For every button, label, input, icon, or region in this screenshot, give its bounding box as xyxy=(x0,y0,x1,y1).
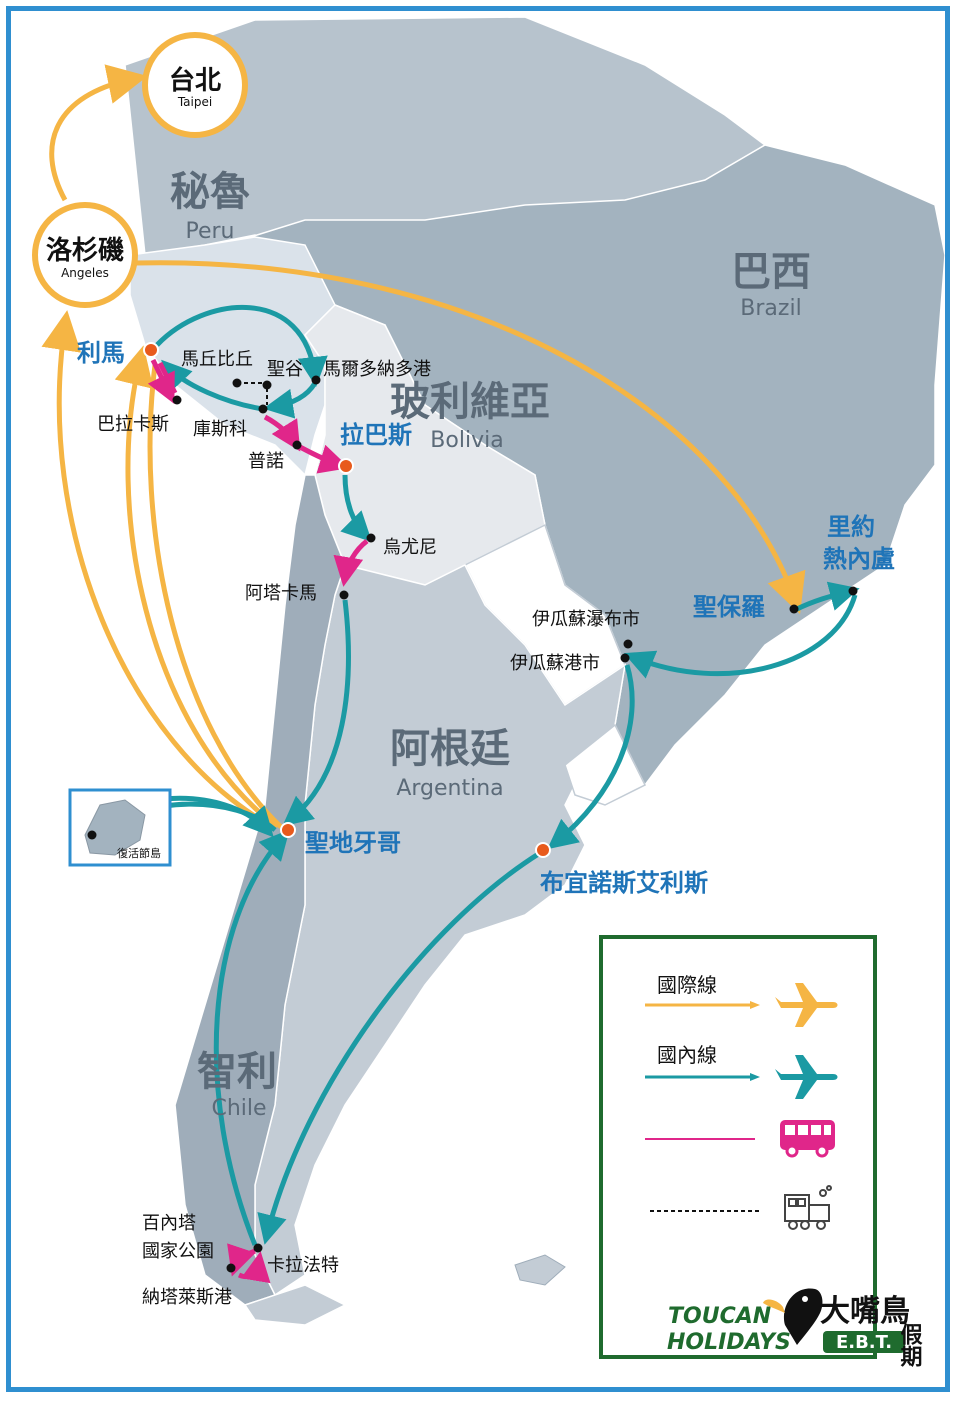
toucan-icon xyxy=(763,1288,823,1345)
label-bolivia-cn: 玻利維亞 xyxy=(390,379,550,425)
label-maldonado: 馬爾多納多港 xyxy=(323,359,431,380)
label-atacama: 阿塔卡馬 xyxy=(245,583,317,604)
easter-island-inset[interactable]: 復活節島 xyxy=(68,788,172,867)
bus-lima-paracas xyxy=(147,358,175,404)
route-lapaz-uyuni xyxy=(340,474,373,543)
route-iguazu-buenosaires xyxy=(547,664,635,850)
label-lima: 利馬 xyxy=(77,339,125,367)
label-torres-1: 百內塔 xyxy=(142,1213,196,1234)
dot-lapaz[interactable] xyxy=(338,458,354,474)
dot-paracas[interactable] xyxy=(172,395,182,405)
dot-santiago[interactable] xyxy=(280,822,296,838)
bus-natales-calafate xyxy=(237,1251,271,1284)
route-santiago-la xyxy=(41,310,275,830)
route-santiago-lima-2 xyxy=(147,364,283,829)
route-rio-iguazu xyxy=(623,594,858,679)
route-atacama-santiago xyxy=(282,599,351,827)
south-america-route-map: 台北 Taipei 洛杉磯 Angeles 秘魯 Peru 玻利維亞 Boliv… xyxy=(32,16,945,1368)
route-calafate-santiago xyxy=(213,829,290,1246)
label-chile-cn: 智利 xyxy=(197,1049,277,1095)
legend: 國際線 國內線 xyxy=(599,935,877,1359)
label-chile-en: Chile xyxy=(211,1096,266,1121)
gateway-los-angeles[interactable]: 洛杉磯 Angeles xyxy=(32,202,138,308)
label-peru-cn: 秘魯 xyxy=(170,169,250,215)
route-la-taipei xyxy=(49,64,148,202)
label-machupicchu: 馬丘比丘 xyxy=(181,349,253,370)
route-saopaulo-rio xyxy=(793,581,860,613)
label-iguazuport: 伊瓜蘇港市 xyxy=(510,653,600,674)
dot-torres[interactable] xyxy=(253,1243,263,1253)
label-torres-2: 國家公園 xyxy=(142,1241,214,1262)
map-frame: 台北 Taipei 洛杉磯 Angeles 秘魯 Peru 玻利維亞 Boliv… xyxy=(6,6,950,1392)
label-brazil-cn: 巴西 xyxy=(731,249,811,295)
label-saopaulo: 聖保羅 xyxy=(693,593,765,621)
dot-iguazuport[interactable] xyxy=(620,653,630,663)
label-paracas: 巴拉卡斯 xyxy=(97,414,169,435)
label-calafate: 卡拉法特 xyxy=(267,1255,339,1276)
dot-natales[interactable] xyxy=(226,1263,236,1273)
label-peru-en: Peru xyxy=(185,219,234,244)
route-santiago-lima-1 xyxy=(114,345,279,829)
logo-ebt: E.B.T. xyxy=(836,1332,892,1353)
route-la-saopaulo xyxy=(134,260,806,615)
label-easter-island: 復活節島 xyxy=(117,846,161,860)
la-cn: 洛杉磯 xyxy=(46,235,124,266)
dot-lima[interactable] xyxy=(143,342,159,358)
dot-maldonado[interactable] xyxy=(311,375,321,385)
dot-iguazufalls[interactable] xyxy=(623,639,633,649)
bus-paracas-lima xyxy=(157,361,178,395)
label-natales: 納塔萊斯港 xyxy=(142,1287,232,1308)
dot-sacredvalley[interactable] xyxy=(262,380,272,390)
label-rio-2: 熱內盧 xyxy=(823,545,895,573)
label-sacredvalley: 聖谷 xyxy=(267,359,303,380)
la-en: Angeles xyxy=(61,266,109,280)
label-rio-1: 里約 xyxy=(827,513,875,541)
train-icon xyxy=(784,1185,832,1230)
label-argentina-en: Argentina xyxy=(396,776,503,801)
label-lapaz: 拉巴斯 xyxy=(340,421,412,449)
logo-cn: 大嘴鳥 xyxy=(820,1294,910,1329)
label-bolivia-en: Bolivia xyxy=(430,428,503,453)
logo-en-line2: HOLIDAYS xyxy=(667,1330,791,1355)
route-lima-maldonado xyxy=(155,304,328,387)
legend-international-label: 國際線 xyxy=(657,973,717,997)
legend-domestic-label: 國內線 xyxy=(657,1043,717,1067)
route-maldonado-cusco xyxy=(263,381,318,419)
route-buenosaires-calafate xyxy=(257,850,542,1245)
label-santiago: 聖地牙哥 xyxy=(305,829,401,857)
dot-cusco[interactable] xyxy=(258,404,268,414)
label-puno: 普諾 xyxy=(248,451,284,472)
plane-icon-domestic xyxy=(775,1055,838,1099)
logo-cn-small: 假期 xyxy=(897,1323,923,1368)
bus-icon xyxy=(780,1120,835,1158)
taipei-en: Taipei xyxy=(177,95,212,109)
falkland-islands xyxy=(514,1254,566,1286)
dot-atacama[interactable] xyxy=(339,590,349,600)
dot-buenosaires[interactable] xyxy=(535,842,551,858)
tierra-del-fuego xyxy=(243,1284,347,1326)
label-cusco: 庫斯科 xyxy=(193,419,247,440)
dot-machupicchu[interactable] xyxy=(232,378,242,388)
taipei-cn: 台北 xyxy=(169,65,221,96)
label-brazil-en: Brazil xyxy=(740,296,801,321)
plane-icon-international xyxy=(775,983,838,1027)
bus-cusco-puno xyxy=(263,414,301,452)
logo-en-line1: TOUCAN xyxy=(668,1304,771,1329)
bus-uyuni-atacama xyxy=(333,539,369,587)
dot-saopaulo[interactable] xyxy=(789,604,799,614)
toucan-holidays-logo: TOUCAN HOLIDAYS 大嘴鳥 E.B.T. 假期 xyxy=(667,1288,923,1368)
label-iguazufalls: 伊瓜蘇瀑布市 xyxy=(532,609,640,630)
label-argentina-cn: 阿根廷 xyxy=(390,726,510,772)
dot-puno[interactable] xyxy=(292,440,302,450)
dot-uyuni[interactable] xyxy=(366,533,376,543)
label-buenosaires: 布宜諾斯艾利斯 xyxy=(540,869,708,897)
label-uyuni: 烏尤尼 xyxy=(383,537,437,558)
dot-rio[interactable] xyxy=(848,586,858,596)
bus-puno-lapaz xyxy=(298,444,350,474)
gateway-taipei[interactable]: 台北 Taipei xyxy=(142,32,248,138)
